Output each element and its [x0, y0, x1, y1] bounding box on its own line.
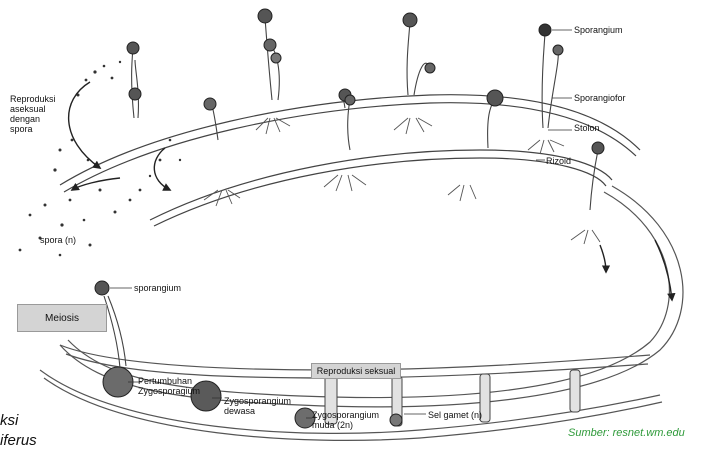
label-pertumbuhan-line2: Zygosporagium	[138, 386, 200, 396]
cycle-arrows	[69, 82, 672, 300]
label-reproduksi-aseksual-line4: spora	[10, 124, 33, 134]
label-stolon: Stolon	[574, 123, 600, 133]
label-sporangium-top: Sporangium	[574, 25, 623, 35]
source-credit: Sumber: resnet.wm.edu	[568, 428, 685, 438]
caption-fragment-2: iferus	[0, 433, 37, 449]
label-rizoid: Rizoid	[546, 156, 571, 166]
label-leaders	[110, 30, 572, 418]
label-spora: spora (n)	[40, 235, 76, 245]
stolon-middle	[150, 150, 612, 226]
label-sporangiofor: Sporangiofor	[574, 93, 626, 103]
label-sporangium-bottom: sporangium	[134, 283, 181, 293]
label-pertumbuhan-line1: Pertumbuhan	[138, 376, 192, 386]
meiosis-box: Meiosis	[17, 304, 107, 332]
label-sel-gamet: Sel gamet (n)	[428, 410, 482, 420]
label-zygo-muda-line2: muda (2n)	[312, 420, 353, 430]
label-zygo-dewasa-line1: Zygosporangium	[224, 396, 291, 406]
label-reproduksi-aseksual-line2: aseksual	[10, 104, 46, 114]
stolon-upper	[60, 95, 640, 192]
reproduksi-seksual-box: Reproduksi seksual	[311, 363, 401, 379]
label-zygo-muda-line1: Zygosporangium	[312, 410, 379, 420]
sporangiophores	[132, 18, 598, 210]
label-reproduksi-aseksual-line3: dengan	[10, 114, 40, 124]
label-reproduksi-aseksual-line1: Reproduksi	[10, 94, 56, 104]
caption-fragment-1: ksi	[0, 413, 18, 429]
rhizoids	[204, 118, 600, 244]
label-zygo-dewasa-line2: dewasa	[224, 406, 255, 416]
